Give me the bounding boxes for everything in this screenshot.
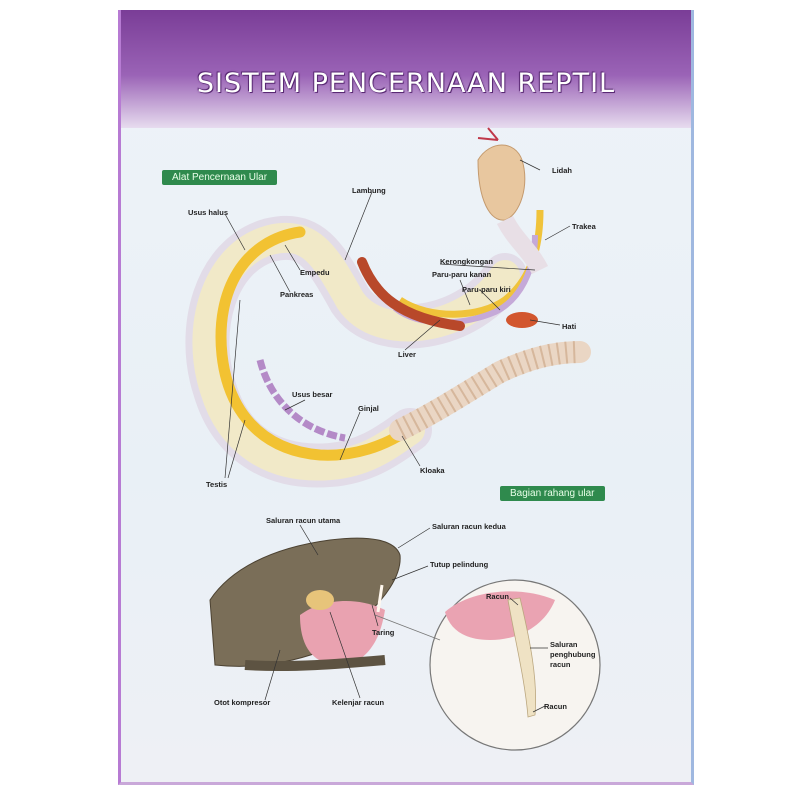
label-hati: Hati — [562, 322, 576, 331]
label-liver: Liver — [398, 350, 416, 359]
lower-jaw — [245, 660, 385, 666]
snake-head — [478, 145, 525, 220]
label-paru-kiri: Paru-paru kiri — [462, 285, 511, 294]
liver-organ — [506, 312, 538, 328]
label-racun-top: Racun — [486, 592, 509, 601]
label-saluran-racun-kedua: Saluran racun kedua — [432, 522, 506, 531]
label-otot-kompresor: Otot kompresor — [214, 698, 270, 707]
venom-gland — [306, 590, 334, 610]
label-tutup-pelindung: Tutup pelindung — [430, 560, 488, 569]
section-snake-tab: Alat Pencernaan Ular — [162, 170, 277, 185]
tongue — [478, 128, 498, 140]
label-kelenjar-racun: Kelenjar racun — [332, 698, 384, 707]
label-racun-bottom: Racun — [544, 702, 567, 711]
kidney — [260, 360, 345, 438]
label-pankreas: Pankreas — [280, 290, 313, 299]
label-kerongkongan: Kerongkongan — [440, 257, 493, 266]
label-kloaka: Kloaka — [420, 466, 445, 475]
label-lidah: Lidah — [552, 166, 572, 175]
section-jaw-tab: Bagian rahang ular — [500, 486, 605, 501]
label-paru-kanan: Paru-paru kanan — [432, 270, 491, 279]
label-saluran-racun-utama: Saluran racun utama — [266, 516, 340, 525]
label-lambung: Lambung — [352, 186, 386, 195]
label-usus-besar: Usus besar — [292, 390, 332, 399]
label-trakea: Trakea — [572, 222, 596, 231]
label-saluran-penghubung: Saluran penghubung racun — [550, 640, 610, 670]
label-usus-halus: Usus halus — [188, 208, 228, 217]
label-taring: Taring — [372, 628, 394, 637]
label-ginjal: Ginjal — [358, 404, 379, 413]
label-empedu: Empedu — [300, 268, 330, 277]
label-testis: Testis — [206, 480, 227, 489]
